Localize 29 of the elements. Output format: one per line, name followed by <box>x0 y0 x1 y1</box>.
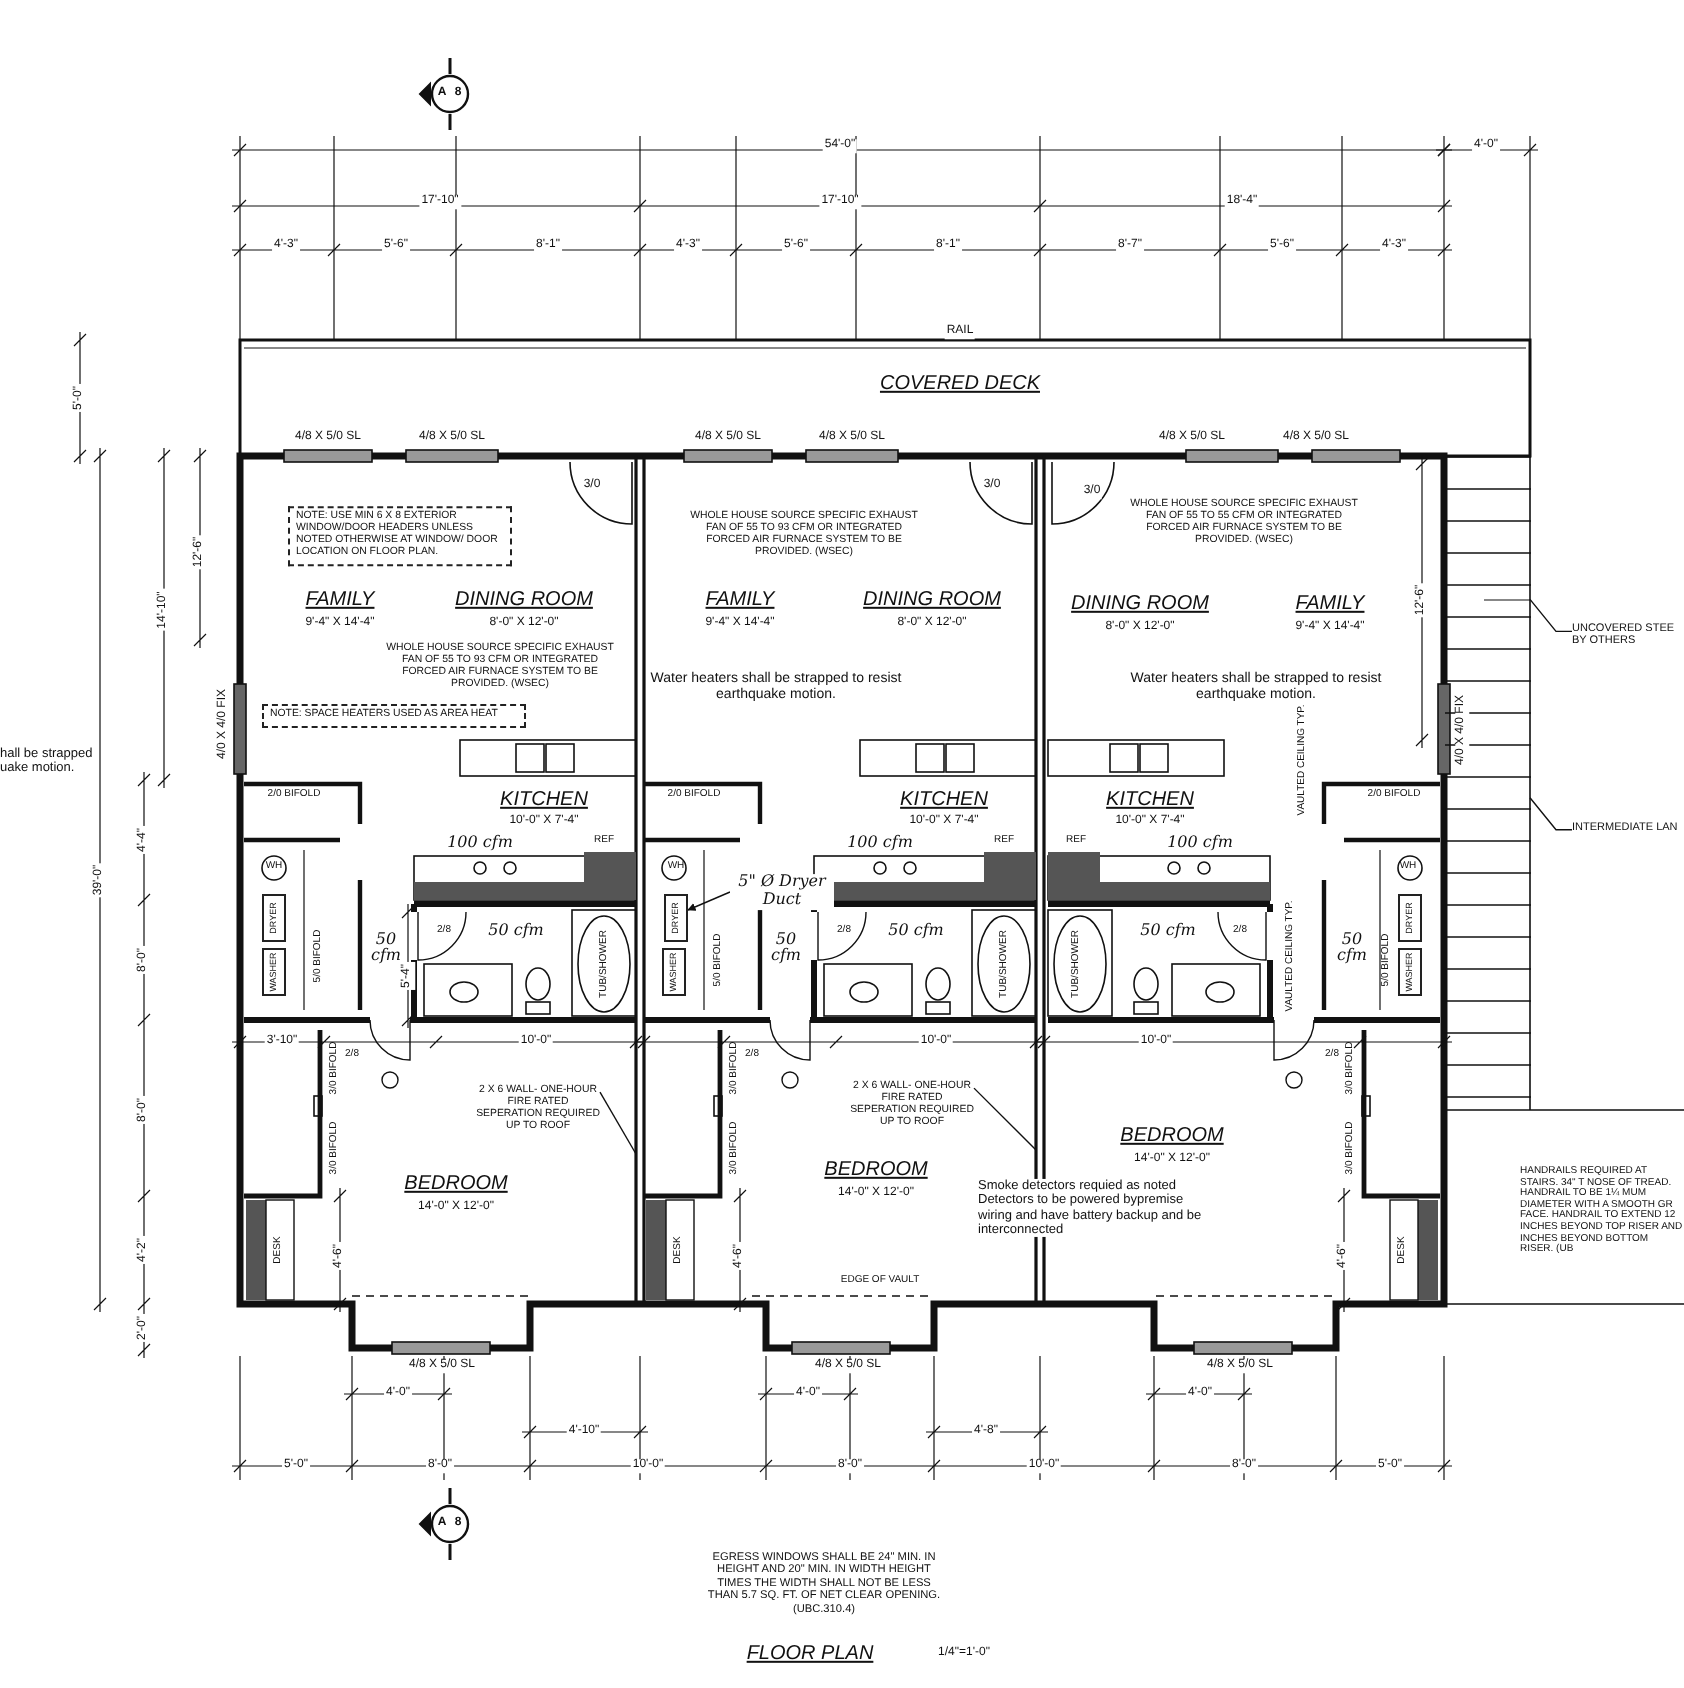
room-name: FAMILY <box>1295 592 1365 616</box>
room-name: DINING ROOM <box>455 588 593 612</box>
room-name: KITCHEN <box>500 788 588 812</box>
room-name: FAMILY <box>305 588 375 612</box>
room-name: DINING ROOM <box>863 588 1001 612</box>
room-name: BEDROOM <box>404 1172 508 1196</box>
leader-line <box>973 1087 1037 1151</box>
handwritten-note: 50 cfm <box>770 932 802 964</box>
leader-line <box>1529 797 1573 831</box>
handwritten-note: 50 cfm <box>488 923 544 941</box>
room-name: KITCHEN <box>900 788 988 812</box>
handwritten-note: 5" Ø Dryer Duct <box>730 874 834 910</box>
leader-line <box>599 1091 637 1155</box>
handwritten-note: 50 cfm <box>888 923 944 941</box>
room-name: DINING ROOM <box>1071 592 1209 616</box>
handwritten-note: 50 cfm <box>1140 923 1196 941</box>
area-label: COVERED DECK <box>877 372 1043 396</box>
room-name: BEDROOM <box>1120 1124 1224 1148</box>
handwritten-note: 100 cfm <box>447 835 513 853</box>
diagram-title: FLOOR PLAN <box>746 1642 874 1666</box>
room-name: KITCHEN <box>1106 788 1194 812</box>
handwritten-note: 100 cfm <box>847 835 913 853</box>
room-name: BEDROOM <box>824 1158 928 1182</box>
leader-line <box>1529 598 1573 633</box>
handwritten-note: 100 cfm <box>1167 835 1233 853</box>
handwritten-note: 50 cfm <box>1336 932 1368 964</box>
leader-line <box>687 891 731 911</box>
handwritten-note: 50 cfm <box>370 932 402 964</box>
room-name: FAMILY <box>705 588 775 612</box>
